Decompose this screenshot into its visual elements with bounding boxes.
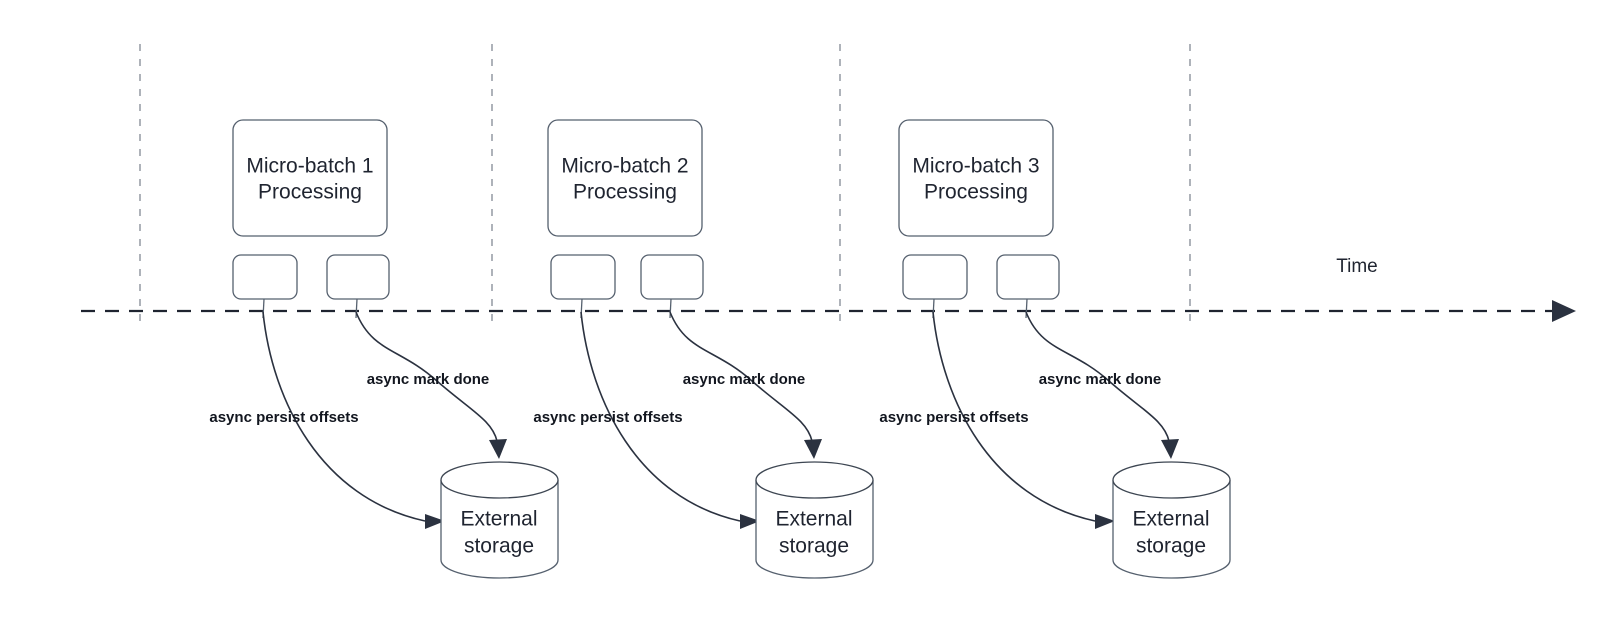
edge-arrowhead-markdone-2: [804, 439, 822, 459]
micro-batch-3-label-line2: Processing: [924, 181, 1028, 204]
edge-arrowhead-markdone-3: [1161, 439, 1179, 459]
micro-batch-2-label-line1: Micro-batch 2: [561, 155, 688, 178]
edge-label-async-mark-done-1: async mark done: [367, 371, 490, 388]
edge-async-persist-offsets-1: [262, 311, 426, 522]
micro-batch-3-box[interactable]: [898, 119, 1054, 237]
tick-box-markdone-2[interactable]: [640, 254, 704, 300]
micro-batch-1-label-line1: Micro-batch 1: [246, 155, 373, 178]
time-axis: Time: [81, 256, 1576, 322]
edge-label-async-persist-offsets-1: async persist offsets: [209, 409, 358, 426]
edge-arrowhead-persist-2: [740, 514, 760, 529]
edge-async-mark-done-1: [355, 311, 498, 442]
time-axis-arrowhead: [1552, 300, 1576, 322]
micro-batch-2-box[interactable]: [547, 119, 703, 237]
external-storage-2-label-line1: External: [775, 508, 852, 531]
edge-async-mark-done-3: [1025, 311, 1170, 442]
external-storage-3[interactable]: External storage: [1112, 461, 1231, 579]
edge-label-async-persist-offsets-3: async persist offsets: [879, 409, 1028, 426]
edge-arrowhead-persist-1: [425, 514, 445, 529]
edge-arrowhead-persist-3: [1095, 514, 1115, 529]
external-storage-3-body: [1112, 480, 1231, 579]
edge-label-async-mark-done-2: async mark done: [683, 371, 806, 388]
external-storage-1-label-line1: External: [460, 508, 537, 531]
edge-async-persist-offsets-3: [932, 311, 1096, 522]
external-storage-3-label-line1: External: [1132, 508, 1209, 531]
batch-boundaries: [139, 44, 1191, 321]
tick-stem-markdone-1: [355, 298, 358, 319]
external-storage-2-body: [755, 480, 874, 579]
external-storage-1-label-line2: storage: [464, 535, 534, 558]
micro-batch-group-1: Micro-batch 1 Processing async persist o…: [209, 119, 559, 579]
tick-stem-markdone-3: [1025, 298, 1028, 319]
external-storage-3-top: [1112, 461, 1231, 499]
tick-box-persist-1[interactable]: [232, 254, 298, 300]
tick-box-persist-2[interactable]: [550, 254, 616, 300]
time-axis-label: Time: [1336, 256, 1378, 277]
micro-batch-group-3: Micro-batch 3 Processing async persist o…: [879, 119, 1231, 579]
edge-async-mark-done-2: [669, 311, 813, 442]
micro-batch-3-label-line1: Micro-batch 3: [912, 155, 1039, 178]
edge-async-persist-offsets-2: [580, 311, 741, 522]
external-storage-1-top: [440, 461, 559, 499]
external-storage-3-label-line2: storage: [1136, 535, 1206, 558]
external-storage-2[interactable]: External storage: [755, 461, 874, 579]
external-storage-2-label-line2: storage: [779, 535, 849, 558]
external-storage-1[interactable]: External storage: [440, 461, 559, 579]
tick-box-markdone-3[interactable]: [996, 254, 1060, 300]
external-storage-1-body: [440, 480, 559, 579]
micro-batch-2-label-line2: Processing: [573, 181, 677, 204]
micro-batch-group-2: Micro-batch 2 Processing async persist o…: [533, 119, 874, 579]
tick-box-markdone-1[interactable]: [326, 254, 390, 300]
tick-stem-markdone-2: [669, 298, 672, 319]
edge-label-async-persist-offsets-2: async persist offsets: [533, 409, 682, 426]
edge-arrowhead-markdone-1: [489, 439, 507, 459]
external-storage-2-top: [755, 461, 874, 499]
tick-box-persist-3[interactable]: [902, 254, 968, 300]
micro-batch-1-label-line2: Processing: [258, 181, 362, 204]
micro-batch-1-box[interactable]: [232, 119, 388, 237]
edge-label-async-mark-done-3: async mark done: [1039, 371, 1162, 388]
